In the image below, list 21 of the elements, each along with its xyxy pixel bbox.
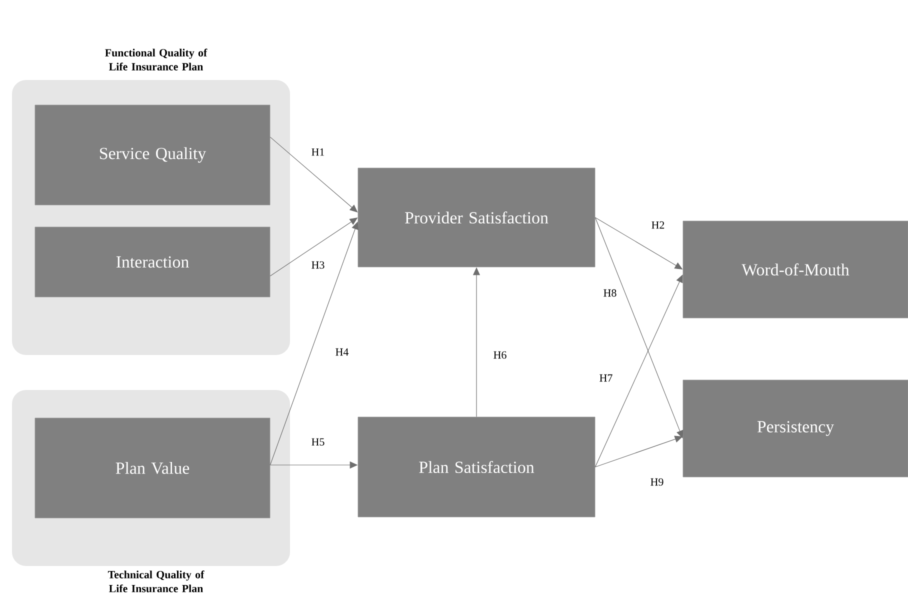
edge-label: H9 xyxy=(650,478,664,486)
edge-label: H7 xyxy=(600,374,612,382)
construct-box: Word-of-Mouth xyxy=(682,220,908,318)
edge-label: H6 xyxy=(494,351,506,359)
arrow xyxy=(594,217,684,438)
edge-label: H1 xyxy=(312,148,324,156)
edge-label: H4 xyxy=(336,348,349,356)
group-heading: Functional Quality of Life Insurance Plan xyxy=(105,48,208,70)
construct-box: Plan Satisfaction xyxy=(358,416,596,518)
construct-box: Plan Value xyxy=(34,418,270,518)
edge-label: H8 xyxy=(604,289,616,297)
edge-label: H3 xyxy=(312,261,324,269)
group-heading: Technical Quality of Life Insurance Plan xyxy=(108,570,204,592)
edge-label: H5 xyxy=(312,438,324,446)
arrow xyxy=(270,136,358,212)
arrow xyxy=(270,222,358,466)
construct-box: Service Quality xyxy=(34,104,270,206)
construct-box: Interaction xyxy=(34,226,270,298)
construct-box: Provider Satisfaction xyxy=(358,168,596,268)
construct-box: Persistency xyxy=(682,380,908,478)
edge-label: H2 xyxy=(652,221,664,229)
